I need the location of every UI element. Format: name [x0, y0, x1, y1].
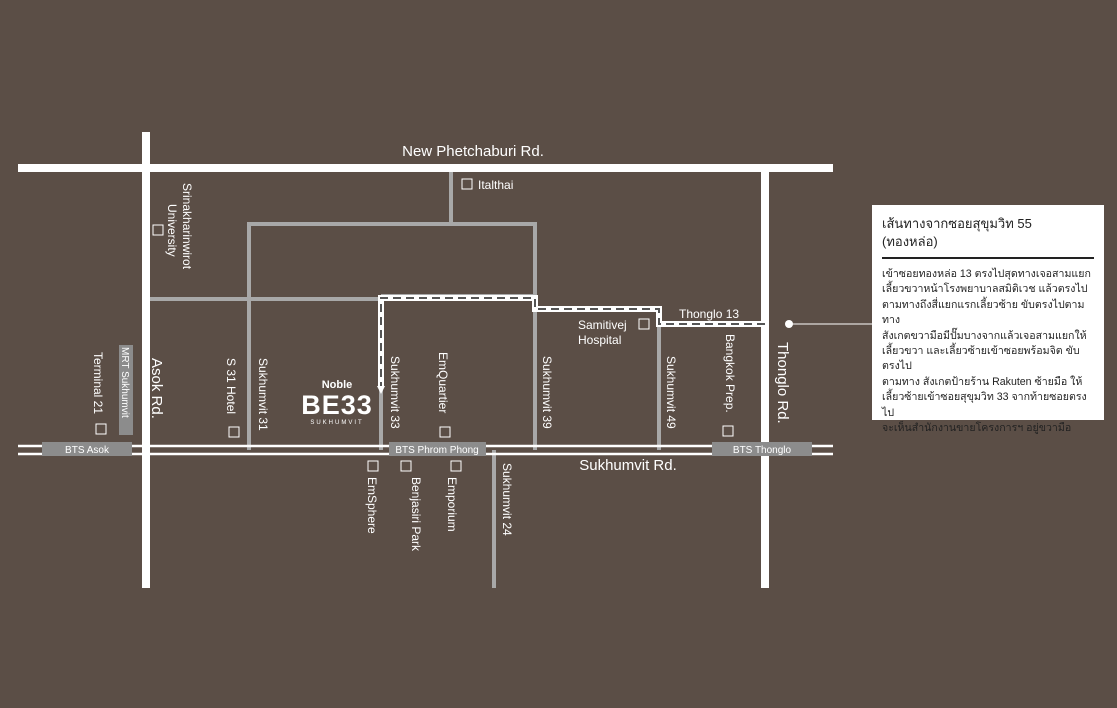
station-label: BTS Phrom Phong: [395, 445, 478, 456]
station-bts-asok: BTS Asok: [42, 442, 132, 456]
road-label-thonglo: Thonglo Rd.: [774, 342, 791, 424]
route-path: [377, 295, 765, 394]
road-label-sukhumvit-39: Sukhumvit 39: [540, 356, 554, 429]
landmark-label: Italthai: [478, 178, 513, 192]
landmark-benjasiri-park: Benjasiri Park: [400, 460, 423, 552]
landmark-label: EmSphere: [365, 477, 379, 534]
station-label: BTS Asok: [65, 445, 110, 456]
landmark-label: S 31 Hotel: [224, 358, 238, 414]
road-label-new-phetchaburi: New Phetchaburi Rd.: [402, 143, 544, 160]
landmark-emquartier: EmQuartier: [436, 352, 451, 438]
landmark-terminal21: Terminal 21: [91, 352, 107, 435]
landmark-label: EmQuartier: [436, 352, 450, 413]
directions-line: เลี้ยวขวาหน้าโรงพยาบาลสมิติเวช แล้วตรงไป: [882, 283, 1088, 296]
road-label-sukhumvit: Sukhumvit Rd.: [579, 457, 677, 474]
landmark-label: Samitivej: [578, 318, 627, 332]
main-roads: [18, 132, 833, 588]
landmark-label: Hospital: [578, 333, 621, 347]
directions-panel: เส้นทางจากซอยสุขุมวิท 55 (ทองหล่อ) เข้าซ…: [872, 205, 1104, 434]
info-connector: [785, 320, 872, 328]
landmark-label: Srinakharinwirot: [180, 183, 194, 270]
station-bts-phrom-phong: BTS Phrom Phong: [389, 442, 486, 456]
project-name-sub: SUKHUMVIT: [310, 420, 363, 426]
project-logo: Noble BE33 SUKHUMVIT: [301, 379, 373, 426]
directions-line: เลี้ยวซ้ายเข้าซอยสุขุมวิท 33 จากท้ายซอยต…: [882, 391, 1087, 419]
directions-line: เข้าซอยทองหล่อ 13 ตรงไปสุดทางเจอสามแยก: [882, 268, 1091, 280]
landmark-emsphere: EmSphere: [365, 460, 379, 534]
road-label-sukhumvit-49: Sukhumvit 49: [664, 356, 678, 429]
road-label-thonglo-13: Thonglo 13: [679, 307, 739, 321]
road-label-sukhumvit-24: Sukhumvit 24: [500, 463, 514, 536]
landmark-label: Terminal 21: [91, 352, 105, 414]
landmark-label: Benjasiri Park: [409, 477, 423, 552]
landmark-s31-hotel: S 31 Hotel: [224, 358, 240, 438]
landmark-label: Emporium: [445, 477, 459, 532]
landmark-label: Bangkok Prep.: [723, 334, 737, 413]
landmark-bangkok-prep: Bangkok Prep.: [722, 334, 737, 437]
directions-line: สังเกตขวามือมีปั๊มบางจากแล้วเจอสามแยกให้: [882, 329, 1087, 342]
directions-line: ตามทาง สังเกตป้ายร้าน Rakuten ซ้ายมือ ให…: [882, 375, 1083, 388]
directions-line: เลี้ยวขวา และเลี้ยวซ้ายเข้าซอยพร้อมจิต ข…: [882, 345, 1080, 373]
directions-title-line1: เส้นทางจากซอยสุขุมวิท 55: [882, 216, 1032, 231]
landmark-emporium: Emporium: [445, 460, 462, 532]
route-arrowhead: [377, 386, 385, 394]
asok-road: [142, 132, 150, 588]
thonglo-road: [761, 170, 769, 588]
station-label: BTS Thonglo: [733, 445, 792, 456]
directions-line: จะเห็นสำนักงานขายโครงการฯ อยู่ขวามือ: [882, 422, 1072, 435]
station-mrt-sukhumvit: MRT Sukhumvit: [119, 345, 133, 435]
directions-title-line2: (ทองหล่อ): [882, 234, 938, 249]
landmark-srinakharinwirot: Srinakharinwirot University: [152, 183, 194, 270]
road-label-asok: Asok Rd.: [148, 358, 165, 419]
directions-line: ตามทางถึงสี่แยกแรกเลี้ยวซ้าย ขับตรงไปตาม…: [882, 298, 1085, 327]
landmark-samitivej-hospital: Samitivej Hospital: [578, 318, 650, 347]
station-bts-thonglo: BTS Thonglo: [712, 442, 812, 456]
road-label-sukhumvit-31: Sukhumvit 31: [256, 358, 270, 431]
station-label: MRT Sukhumvit: [119, 347, 130, 418]
divider: [882, 257, 1094, 259]
road-label-sukhumvit-33: Sukhumvit 33: [388, 356, 402, 429]
project-name-top: Noble: [322, 379, 353, 391]
new-phetchaburi-road: [18, 164, 833, 172]
landmark-label: University: [165, 204, 179, 257]
landmark-italthai: Italthai: [461, 178, 513, 192]
project-name-main: BE33: [301, 390, 373, 420]
